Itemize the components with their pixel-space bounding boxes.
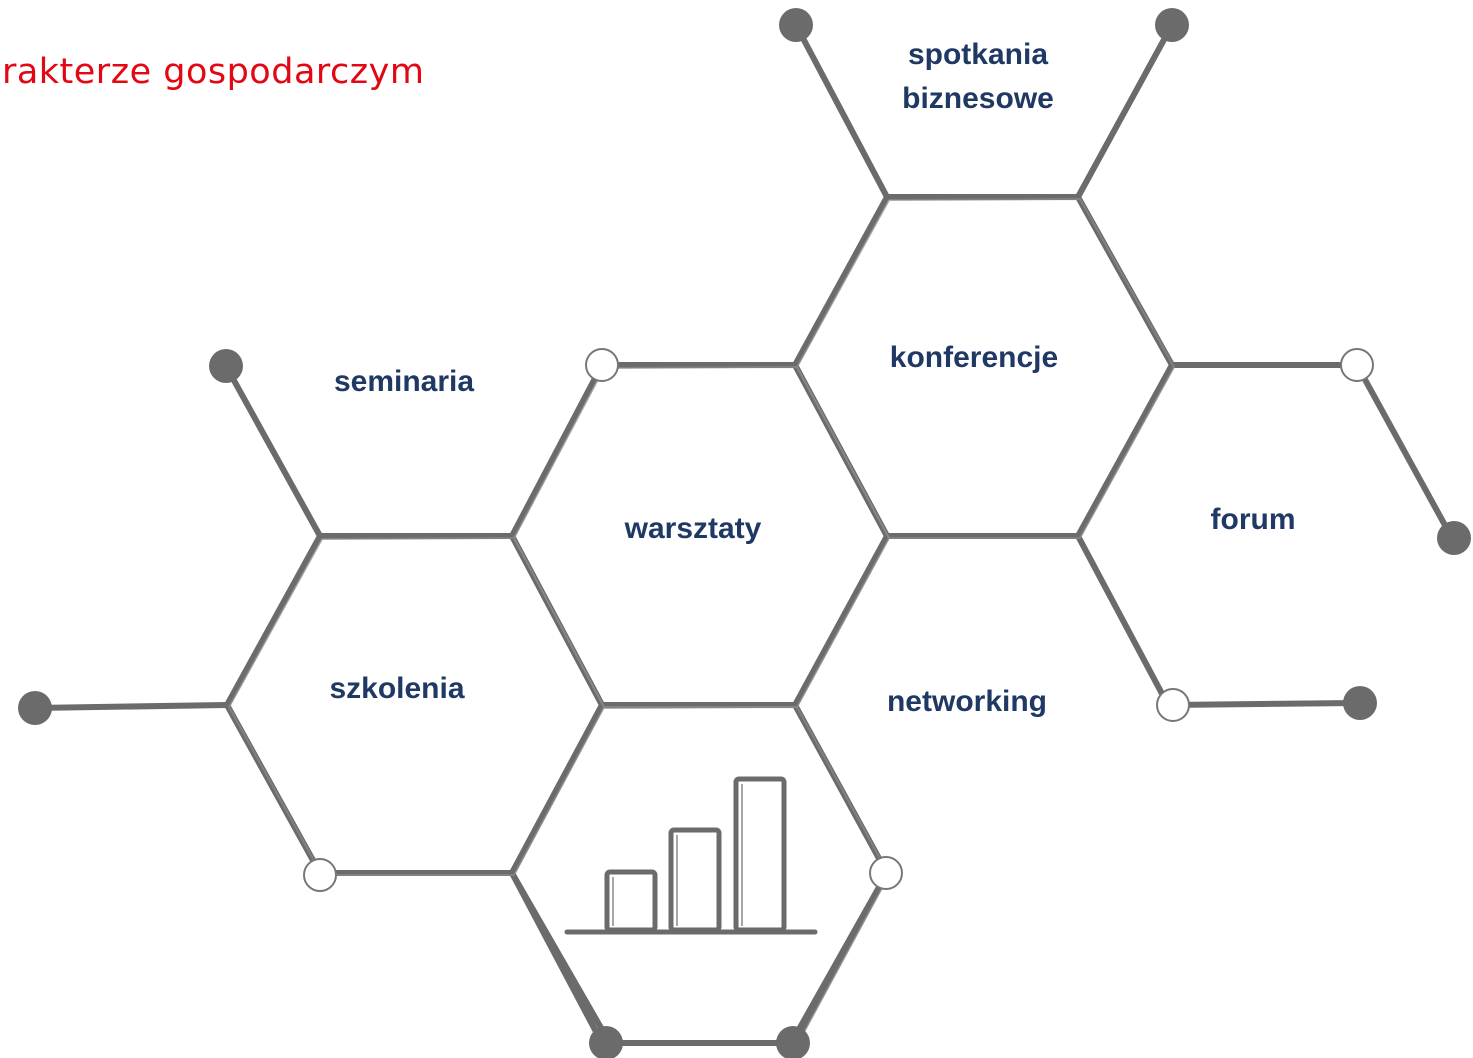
hexagon-labels: spotkania biznesowe konferencje seminari… bbox=[329, 38, 1295, 718]
bar-chart-icon bbox=[564, 776, 818, 935]
label-konferencje: konferencje bbox=[890, 341, 1058, 374]
node-open-warsztaty bbox=[585, 348, 619, 382]
hexagon-edges bbox=[223, 194, 1455, 1046]
node-open-szkolenia bbox=[303, 858, 337, 892]
label-seminaria: seminaria bbox=[334, 365, 474, 398]
node-top-right bbox=[1155, 8, 1189, 42]
filled-nodes bbox=[18, 8, 1471, 1058]
node-open-networking bbox=[1156, 688, 1190, 722]
label-networking: networking bbox=[887, 685, 1047, 718]
label-biznesowe: biznesowe bbox=[902, 82, 1054, 115]
label-warsztaty: warsztaty bbox=[624, 512, 762, 545]
connector-spokes bbox=[32, 22, 1360, 1046]
node-left bbox=[18, 691, 52, 725]
node-top-left bbox=[779, 8, 813, 42]
label-szkolenia: szkolenia bbox=[329, 672, 464, 705]
label-spotkania: spotkania bbox=[908, 38, 1048, 71]
diagram-heading: arakterze gospodarczym bbox=[0, 52, 425, 92]
label-forum: forum bbox=[1211, 503, 1296, 536]
node-open-konferencje bbox=[1340, 348, 1374, 382]
sketch-strokes bbox=[227, 197, 1176, 1046]
node-bottom-right bbox=[776, 1026, 810, 1058]
node-open-chart bbox=[869, 856, 903, 890]
node-networking-end bbox=[1343, 686, 1377, 720]
hexagon-networking bbox=[884, 533, 1171, 708]
node-seminaria bbox=[209, 349, 243, 383]
node-bottom-left bbox=[589, 1026, 623, 1058]
node-forum-end bbox=[1437, 521, 1471, 555]
open-nodes bbox=[303, 348, 1374, 892]
